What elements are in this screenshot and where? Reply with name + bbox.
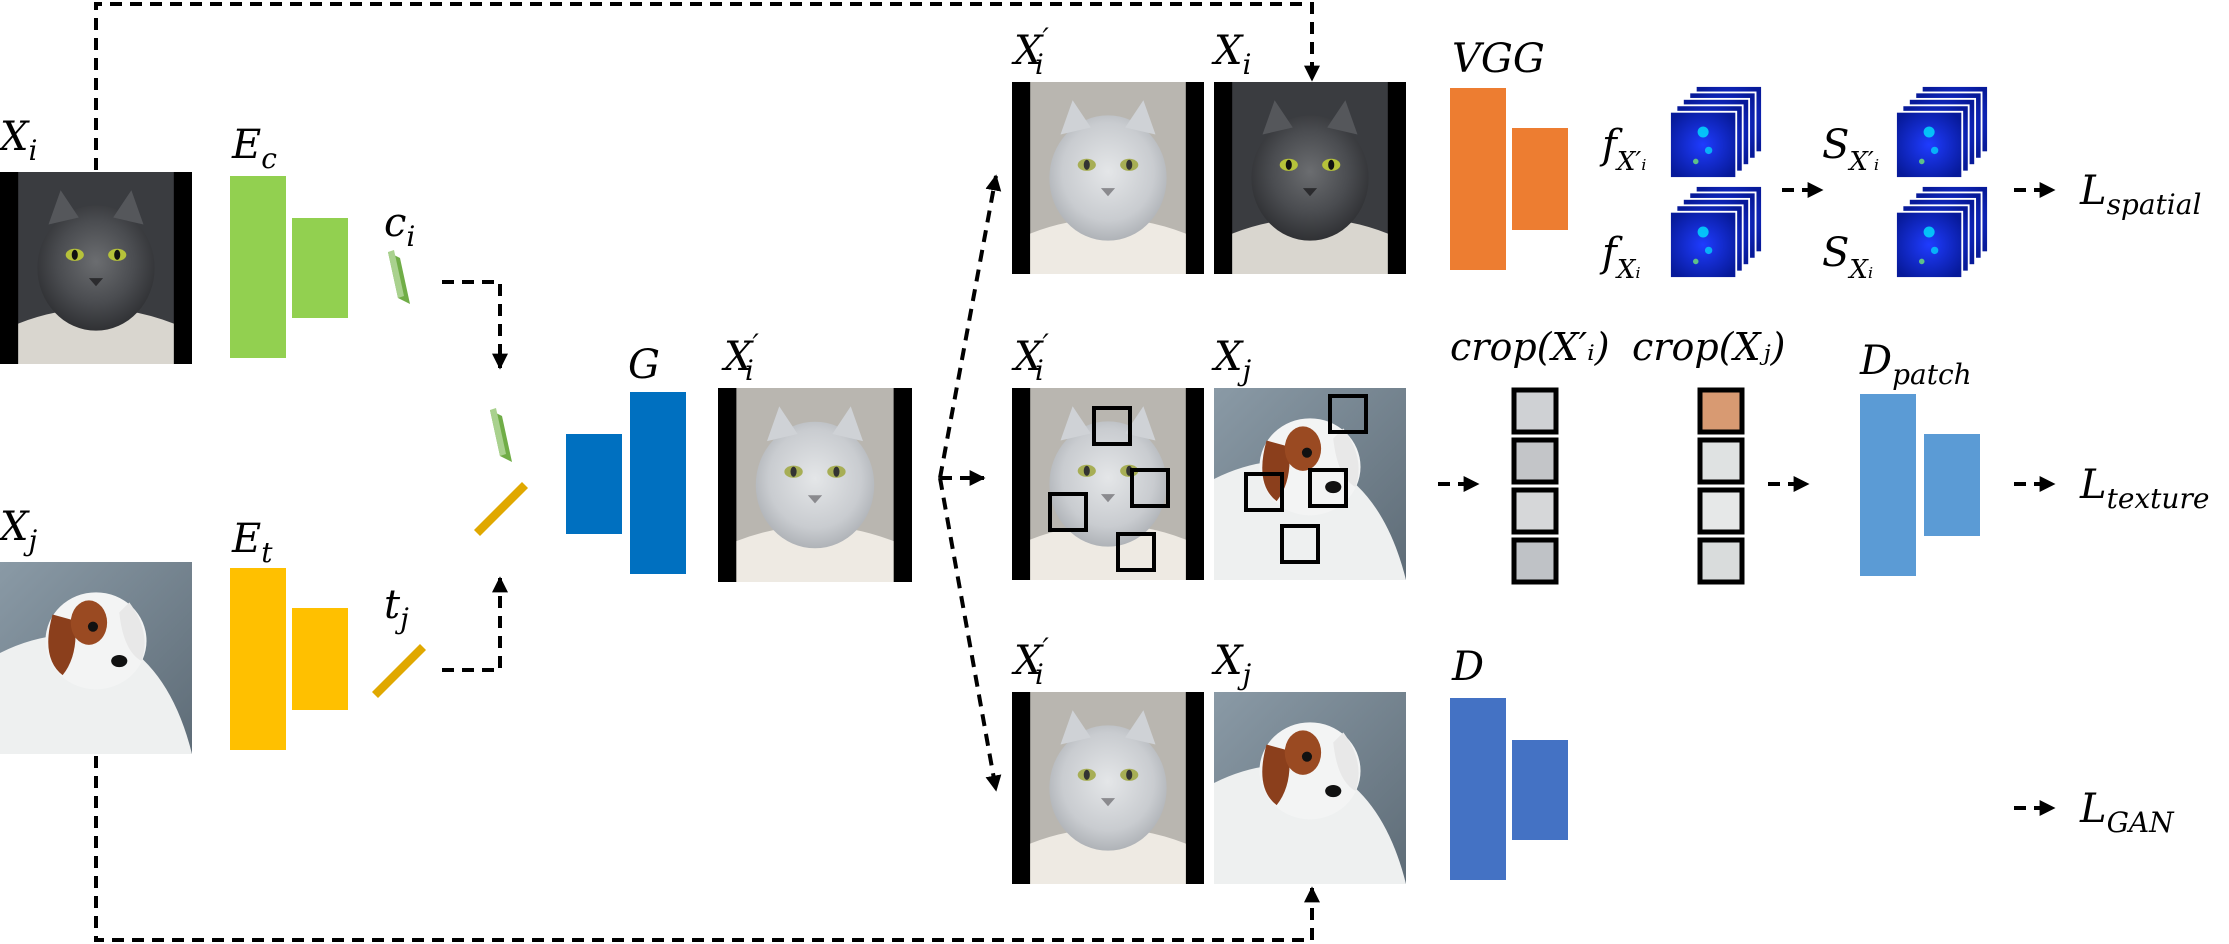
label-l-texture: Ltexture: [2079, 462, 2209, 515]
patch-discriminator: [1860, 394, 1980, 576]
texture-xj-image: [1214, 388, 1406, 580]
spatial-xi-prime-image: [1012, 82, 1204, 274]
arrow-xj-skip: [94, 756, 1320, 942]
combined-texture-code: [474, 478, 528, 536]
label-d-patch: Dpatch: [1859, 338, 1972, 391]
arrow-tj-to-g: [442, 576, 508, 672]
feature-map-f-xi: [1670, 186, 1762, 278]
gan-xj-image: [1214, 692, 1406, 884]
label-l-spatial: Lspatial: [2079, 168, 2201, 221]
label-xj-input: Xj: [0, 504, 37, 557]
arrow-to-spatial: [938, 174, 1002, 479]
label-crop-xj: crop(Xⱼ): [1632, 325, 1785, 369]
discriminator-d: [1450, 698, 1568, 880]
content-code-ci: [388, 250, 410, 304]
crops-xj: [1697, 387, 1745, 585]
label-ci: ci: [384, 200, 415, 253]
label-top-xi-prime: X′i: [1011, 22, 1049, 81]
feature-map-f-xi-prime: [1670, 86, 1762, 178]
label-s-xi-prime: SX′ᵢ: [1822, 122, 1879, 177]
gan-xi-prime-image: [1012, 692, 1204, 884]
label-l-gan: LGAN: [2079, 786, 2175, 839]
label-mid-xi-prime: X′i: [1011, 328, 1049, 387]
label-d: D: [1451, 644, 1484, 690]
generator-g: [566, 392, 686, 574]
label-tj: tj: [384, 582, 409, 635]
self-similarity-s-xi-prime: [1896, 86, 1988, 178]
combined-content-code: [490, 408, 512, 462]
input-cat-image: [0, 172, 192, 364]
label-f-xi: fXᵢ: [1599, 230, 1641, 285]
crops-xi-prime: [1511, 387, 1559, 585]
label-bot-xj: Xj: [1211, 638, 1251, 691]
label-vgg: VGG: [1452, 36, 1545, 82]
label-top-xi: Xi: [1211, 28, 1251, 81]
content-encoder-ec: [230, 176, 348, 358]
label-et: Et: [231, 516, 273, 569]
label-mid-xj: Xj: [1211, 334, 1251, 387]
self-similarity-s-xi: [1896, 186, 1988, 278]
label-xi-input: Xi: [0, 114, 37, 167]
label-s-xi: SXᵢ: [1822, 230, 1873, 285]
label-xi-prime-out: X′i: [721, 328, 759, 387]
label-crop-xi-prime: crop(X′ᵢ): [1450, 325, 1610, 369]
label-bot-xi-prime: X′i: [1011, 632, 1049, 691]
texture-code-tj: [372, 640, 426, 698]
arrow-xi-skip: [94, 2, 1320, 170]
vgg-network: [1450, 88, 1568, 270]
input-dog-image: [0, 562, 192, 754]
label-ec: Ec: [231, 122, 277, 175]
texture-encoder-et: [230, 568, 348, 750]
arrow-ci-to-g: [442, 280, 508, 370]
arrow-to-gan: [938, 477, 1002, 792]
spatial-xi-image: [1214, 82, 1406, 274]
label-f-xi-prime: fX′ᵢ: [1599, 122, 1646, 177]
generated-cat-image: [718, 388, 912, 582]
label-g: G: [628, 342, 660, 388]
texture-xi-prime-image: [1012, 388, 1204, 580]
